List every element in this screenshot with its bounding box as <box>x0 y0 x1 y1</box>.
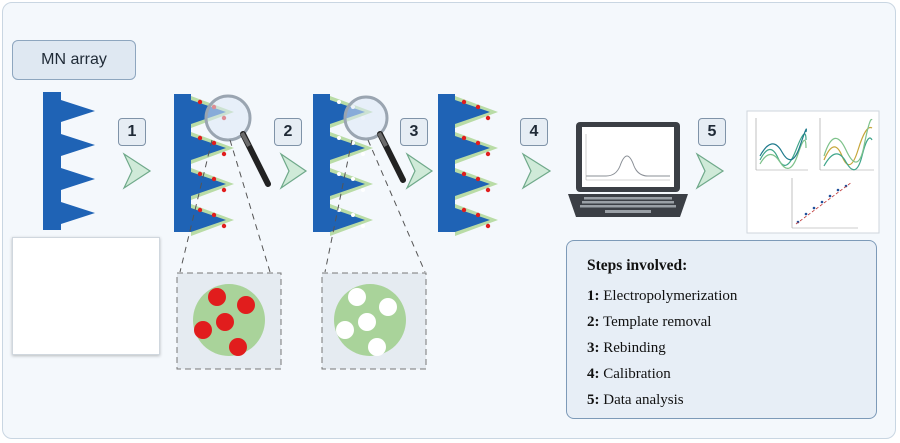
step-item: 5: Data analysis <box>587 392 684 408</box>
laptop-icon <box>568 122 688 217</box>
arrow-right-icon <box>695 152 725 190</box>
arrow-right-icon <box>405 152 434 190</box>
arrow-right-icon <box>279 152 308 190</box>
step-item: 1: Electropolymerization <box>587 288 738 304</box>
zoom-line <box>229 139 271 273</box>
mn-array-label: MN array <box>12 40 136 80</box>
step-item: 3: Rebinding <box>587 340 666 356</box>
step-badge-3: 3 <box>400 118 428 146</box>
mn-array-coated <box>174 94 234 236</box>
mn-array-rebound <box>438 94 498 236</box>
zoom-line <box>324 139 353 273</box>
zoom-line <box>179 139 213 273</box>
inset-cavities <box>321 272 427 370</box>
step-item: 4: Calibration <box>587 366 671 382</box>
zoom-line <box>367 139 426 273</box>
inset-template-particles <box>176 272 282 370</box>
step-badge-2: 2 <box>274 118 302 146</box>
mn-array-bare <box>43 92 95 230</box>
mn-patch-photo-frame <box>12 237 160 355</box>
magnifier-icon <box>204 94 271 187</box>
steps-title: Steps involved: <box>587 257 688 274</box>
step-item: 2: Template removal <box>587 314 712 330</box>
magnifier-icon <box>343 95 406 183</box>
results-graphs <box>746 110 880 234</box>
arrow-right-icon <box>122 152 152 190</box>
step-badge-1: 1 <box>118 118 146 146</box>
steps-involved-panel: Steps involved: 1: Electropolymerization… <box>566 240 877 419</box>
arrow-right-icon <box>521 152 552 190</box>
step-badge-4: 4 <box>520 118 548 146</box>
step-badge-5: 5 <box>698 118 726 146</box>
